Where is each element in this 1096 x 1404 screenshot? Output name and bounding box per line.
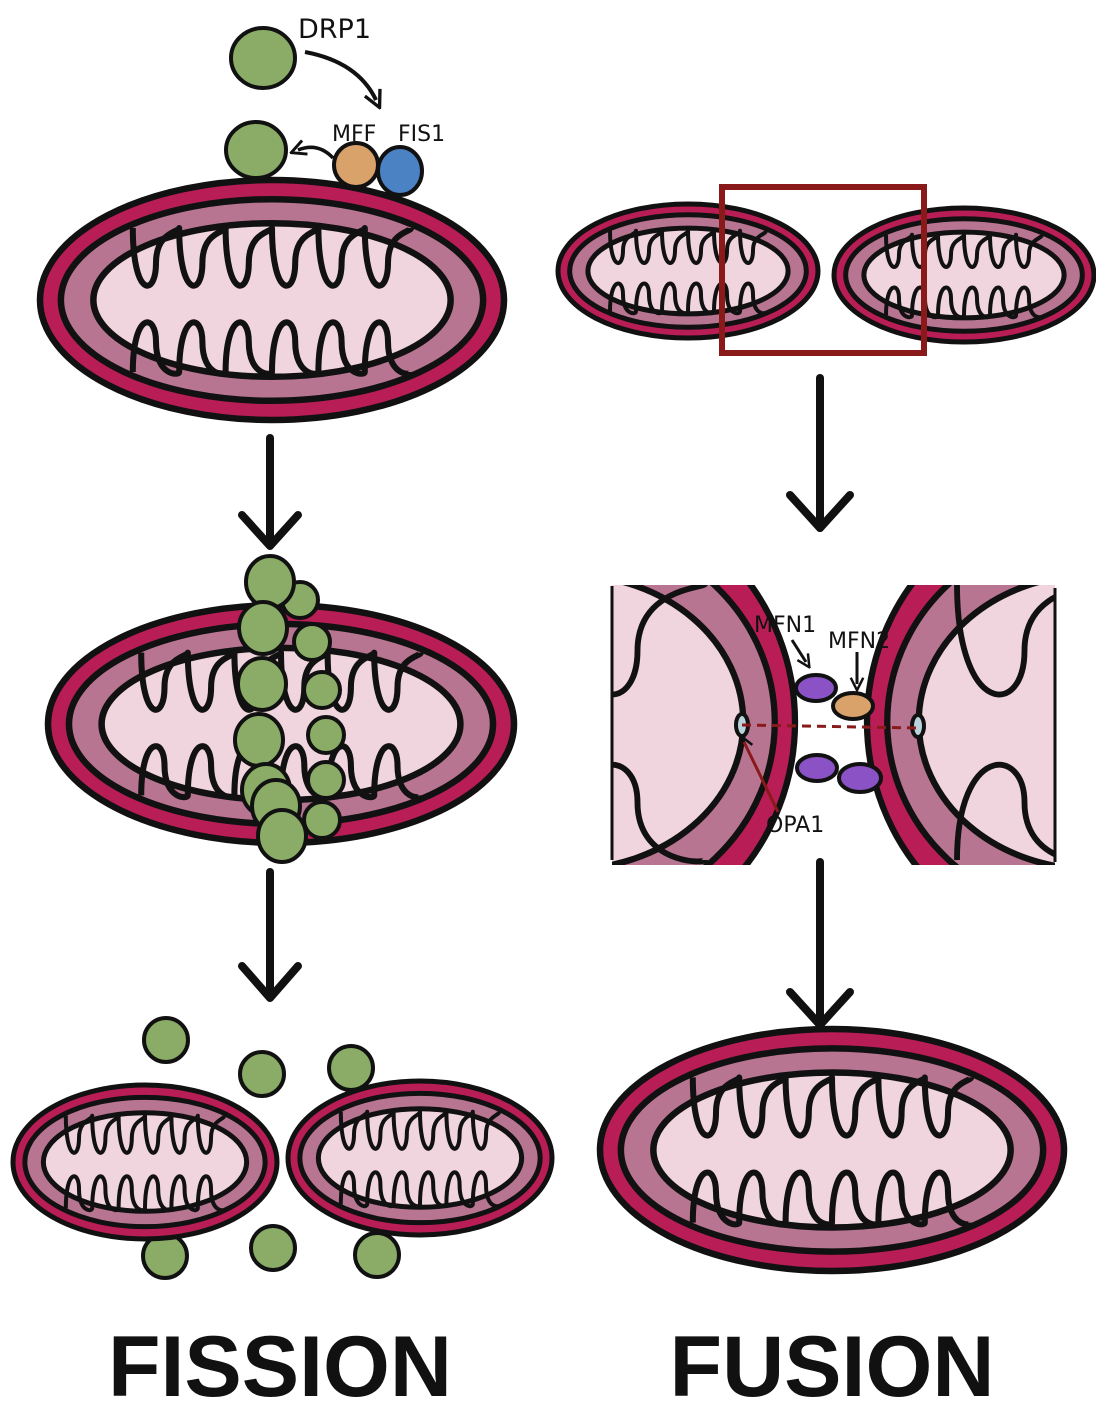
mitochondria-layer — [13, 28, 1096, 1278]
fission-title: FISSION — [108, 1319, 452, 1404]
fis1-label: FIS1 — [398, 122, 445, 147]
drp1-released-1 — [240, 1052, 284, 1096]
zoom-right-mito — [867, 492, 1096, 952]
fusion-arrow-2 — [790, 862, 850, 1025]
drp1-ring-back-5 — [304, 802, 340, 838]
drp1-ring-back-4 — [308, 762, 344, 798]
mff-protein — [334, 143, 378, 187]
mfn1-pointer-arrow — [792, 640, 806, 662]
drp1-ring-front-3 — [235, 714, 283, 766]
drp1-released-5 — [355, 1233, 399, 1277]
zoom-right-mitochondrion — [867, 492, 1096, 952]
fusion-arrow-1 — [790, 378, 850, 528]
drp1-ring-front-0 — [246, 556, 294, 608]
mitochondrion-fission-1 — [40, 180, 504, 420]
mitochondrion-fusion-right — [834, 208, 1094, 342]
mfn1-top — [796, 675, 836, 701]
mfn1-bottom — [797, 755, 837, 781]
opa1-label: OPA1 — [766, 813, 824, 838]
mfn2-label: MFN2 — [828, 629, 890, 654]
drp1-released-0 — [144, 1018, 188, 1062]
mff-to-drp1-arrow — [298, 147, 333, 158]
fission-arrow-2 — [242, 872, 298, 998]
mitochondrion-fission-daughter-right — [288, 1081, 552, 1235]
drp1-bound — [226, 122, 286, 178]
drp1-ring-back-3 — [308, 717, 344, 753]
drp1-released-2 — [329, 1046, 373, 1090]
fission-arrow-1 — [242, 438, 298, 546]
drp1-ring-back-2 — [304, 672, 340, 708]
drp1-ring-back-1 — [294, 624, 330, 660]
mitochondrion-fusion-left — [558, 204, 818, 338]
fusion-title: FUSION — [670, 1319, 995, 1404]
mfn1-label: MFN1 — [754, 613, 816, 638]
drp1-free — [231, 28, 295, 88]
drp1-recruit-arrow — [305, 52, 376, 100]
drp1-ring-front-6 — [258, 810, 306, 862]
drp1-ring-front-2 — [238, 658, 286, 710]
mitochondrion-fission-daughter-left — [13, 1085, 277, 1239]
drp1-released-4 — [251, 1226, 295, 1270]
fis1-protein — [378, 147, 422, 195]
mfn2-top — [833, 693, 873, 719]
drp1-label: DRP1 — [298, 14, 371, 45]
mitochondrion-fused — [600, 1029, 1064, 1271]
mfn1-bottom-2 — [839, 764, 881, 792]
drp1-ring-front-1 — [239, 602, 287, 654]
opa1-right — [912, 715, 924, 737]
mff-label: MFF — [332, 122, 376, 147]
